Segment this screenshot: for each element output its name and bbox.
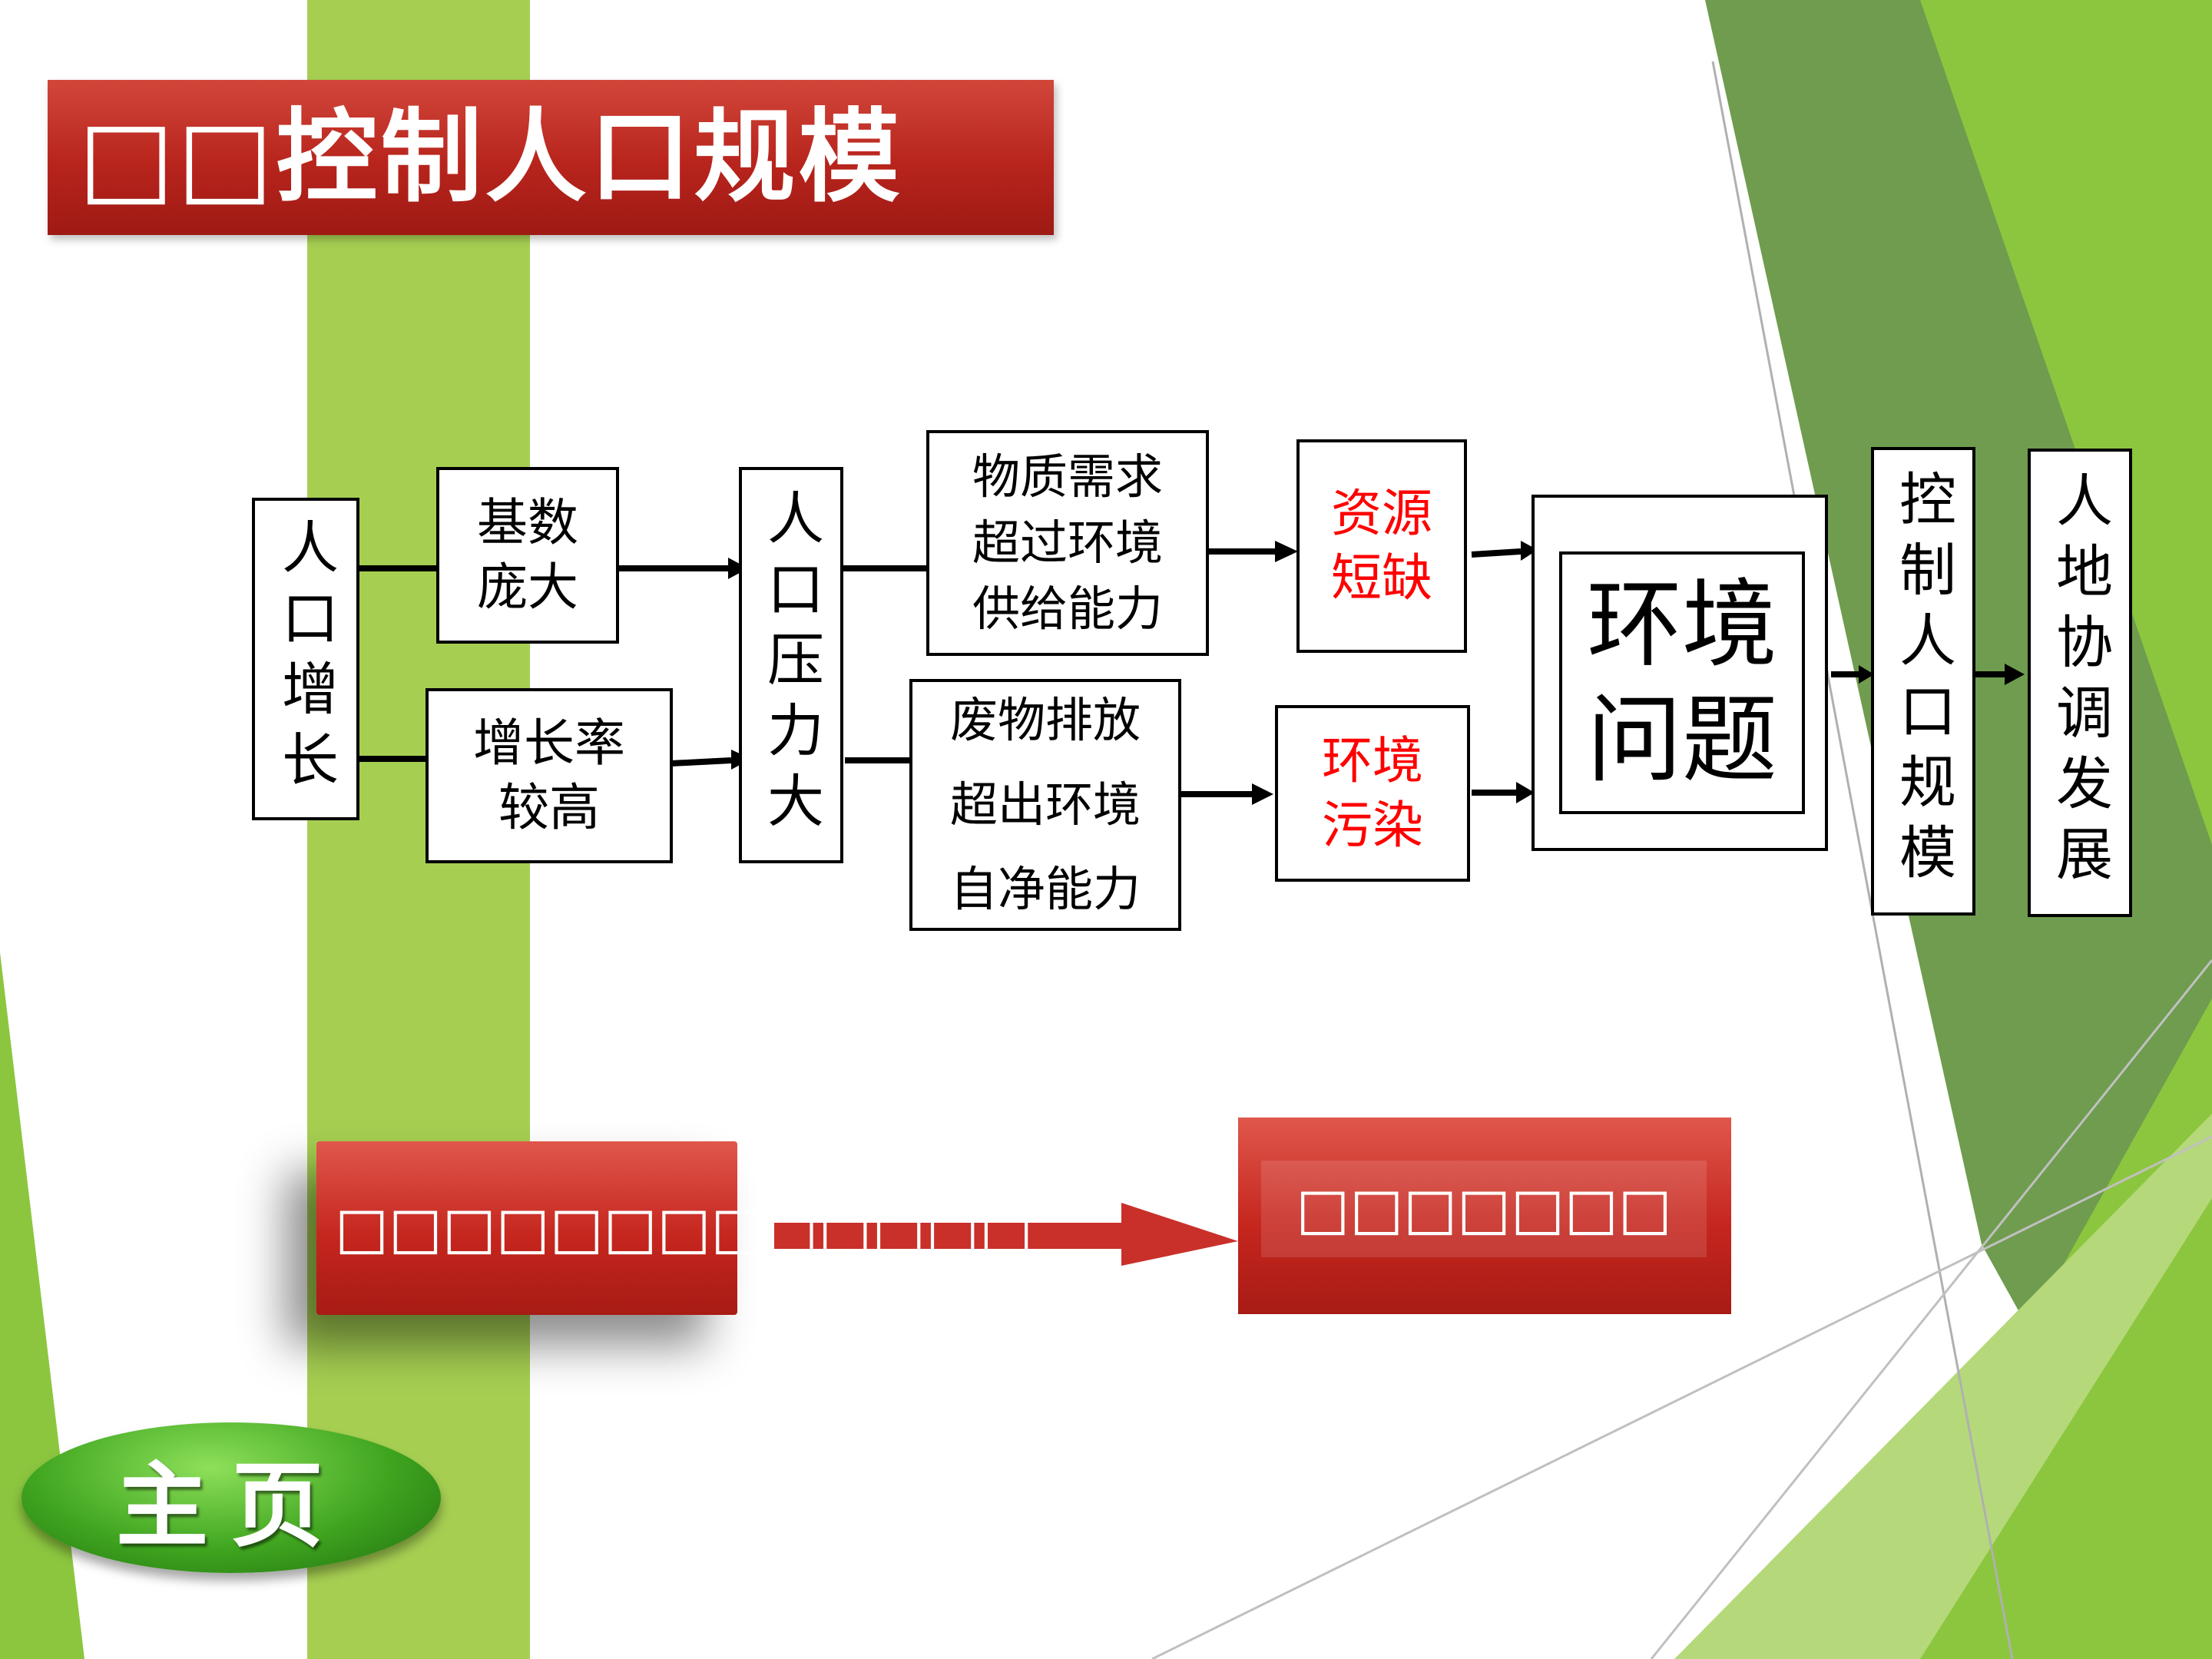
box-label: 环境污染 bbox=[1322, 731, 1423, 855]
box-population-pressure: 人口压力大 bbox=[739, 467, 843, 863]
box-label: 人口压力大 bbox=[757, 488, 824, 842]
box-control-population: 控制人口规模 bbox=[1871, 447, 1975, 916]
box-high-rate: 增长率较高 bbox=[426, 688, 673, 863]
button-label: □□□□□□□□□□□□□ bbox=[335, 1195, 1033, 1261]
home-button[interactable]: 主页 bbox=[22, 1422, 441, 1573]
box-label: 基数庞大 bbox=[477, 493, 578, 617]
decor-line bbox=[1650, 959, 2212, 1659]
box-label: 资源短缺 bbox=[1331, 484, 1432, 608]
box-environment-problem: 环境问题 bbox=[1559, 551, 1805, 814]
decor-line bbox=[1711, 61, 2014, 1659]
box-label: 增长率较高 bbox=[473, 714, 625, 837]
right-top-green-shape bbox=[1920, 0, 2212, 845]
left-red-button[interactable]: □□□□□□□□□□□□□ bbox=[316, 1141, 1033, 1315]
arrow-heads bbox=[728, 541, 2025, 805]
box-large-base: 基数庞大 bbox=[436, 467, 619, 644]
box-demand: 物质需求超过环境供给能力 bbox=[926, 430, 1209, 656]
right-light-green-shape bbox=[1674, 1114, 2212, 1659]
left-green-triangle bbox=[0, 952, 84, 1659]
right-red-button[interactable]: □□□□□□□ bbox=[1238, 1118, 1731, 1314]
box-resource-shortage: 资源短缺 bbox=[1296, 439, 1467, 653]
box-harmony: 人地协调发展 bbox=[2028, 449, 2132, 917]
box-label: 人口增长 bbox=[272, 518, 339, 800]
box-label: 环境问题 bbox=[1586, 570, 1777, 796]
big-red-arrow bbox=[774, 1203, 1238, 1266]
box-label: 废物排放超出环境自净能力 bbox=[949, 692, 1141, 917]
box-waste: 废物排放超出环境自净能力 bbox=[909, 679, 1181, 931]
home-label: 主页 bbox=[116, 1452, 346, 1560]
box-label: 物质需求超过环境供给能力 bbox=[972, 449, 1163, 637]
box-label: 控制人口规模 bbox=[1889, 469, 1956, 893]
button-label: □□□□□□□ bbox=[1296, 1176, 1672, 1242]
page-title: □□控制人口规模 bbox=[78, 98, 903, 217]
box-population-growth: 人口增长 bbox=[252, 498, 359, 820]
connector-lines bbox=[356, 548, 2005, 797]
box-pollution: 环境污染 bbox=[1275, 705, 1470, 882]
title-banner: □□控制人口规模 bbox=[48, 80, 1054, 235]
box-label: 人地协调发展 bbox=[2046, 471, 2113, 895]
button-inner: □□□□□□□ bbox=[1261, 1161, 1707, 1257]
decor-line bbox=[1151, 1135, 2212, 1659]
